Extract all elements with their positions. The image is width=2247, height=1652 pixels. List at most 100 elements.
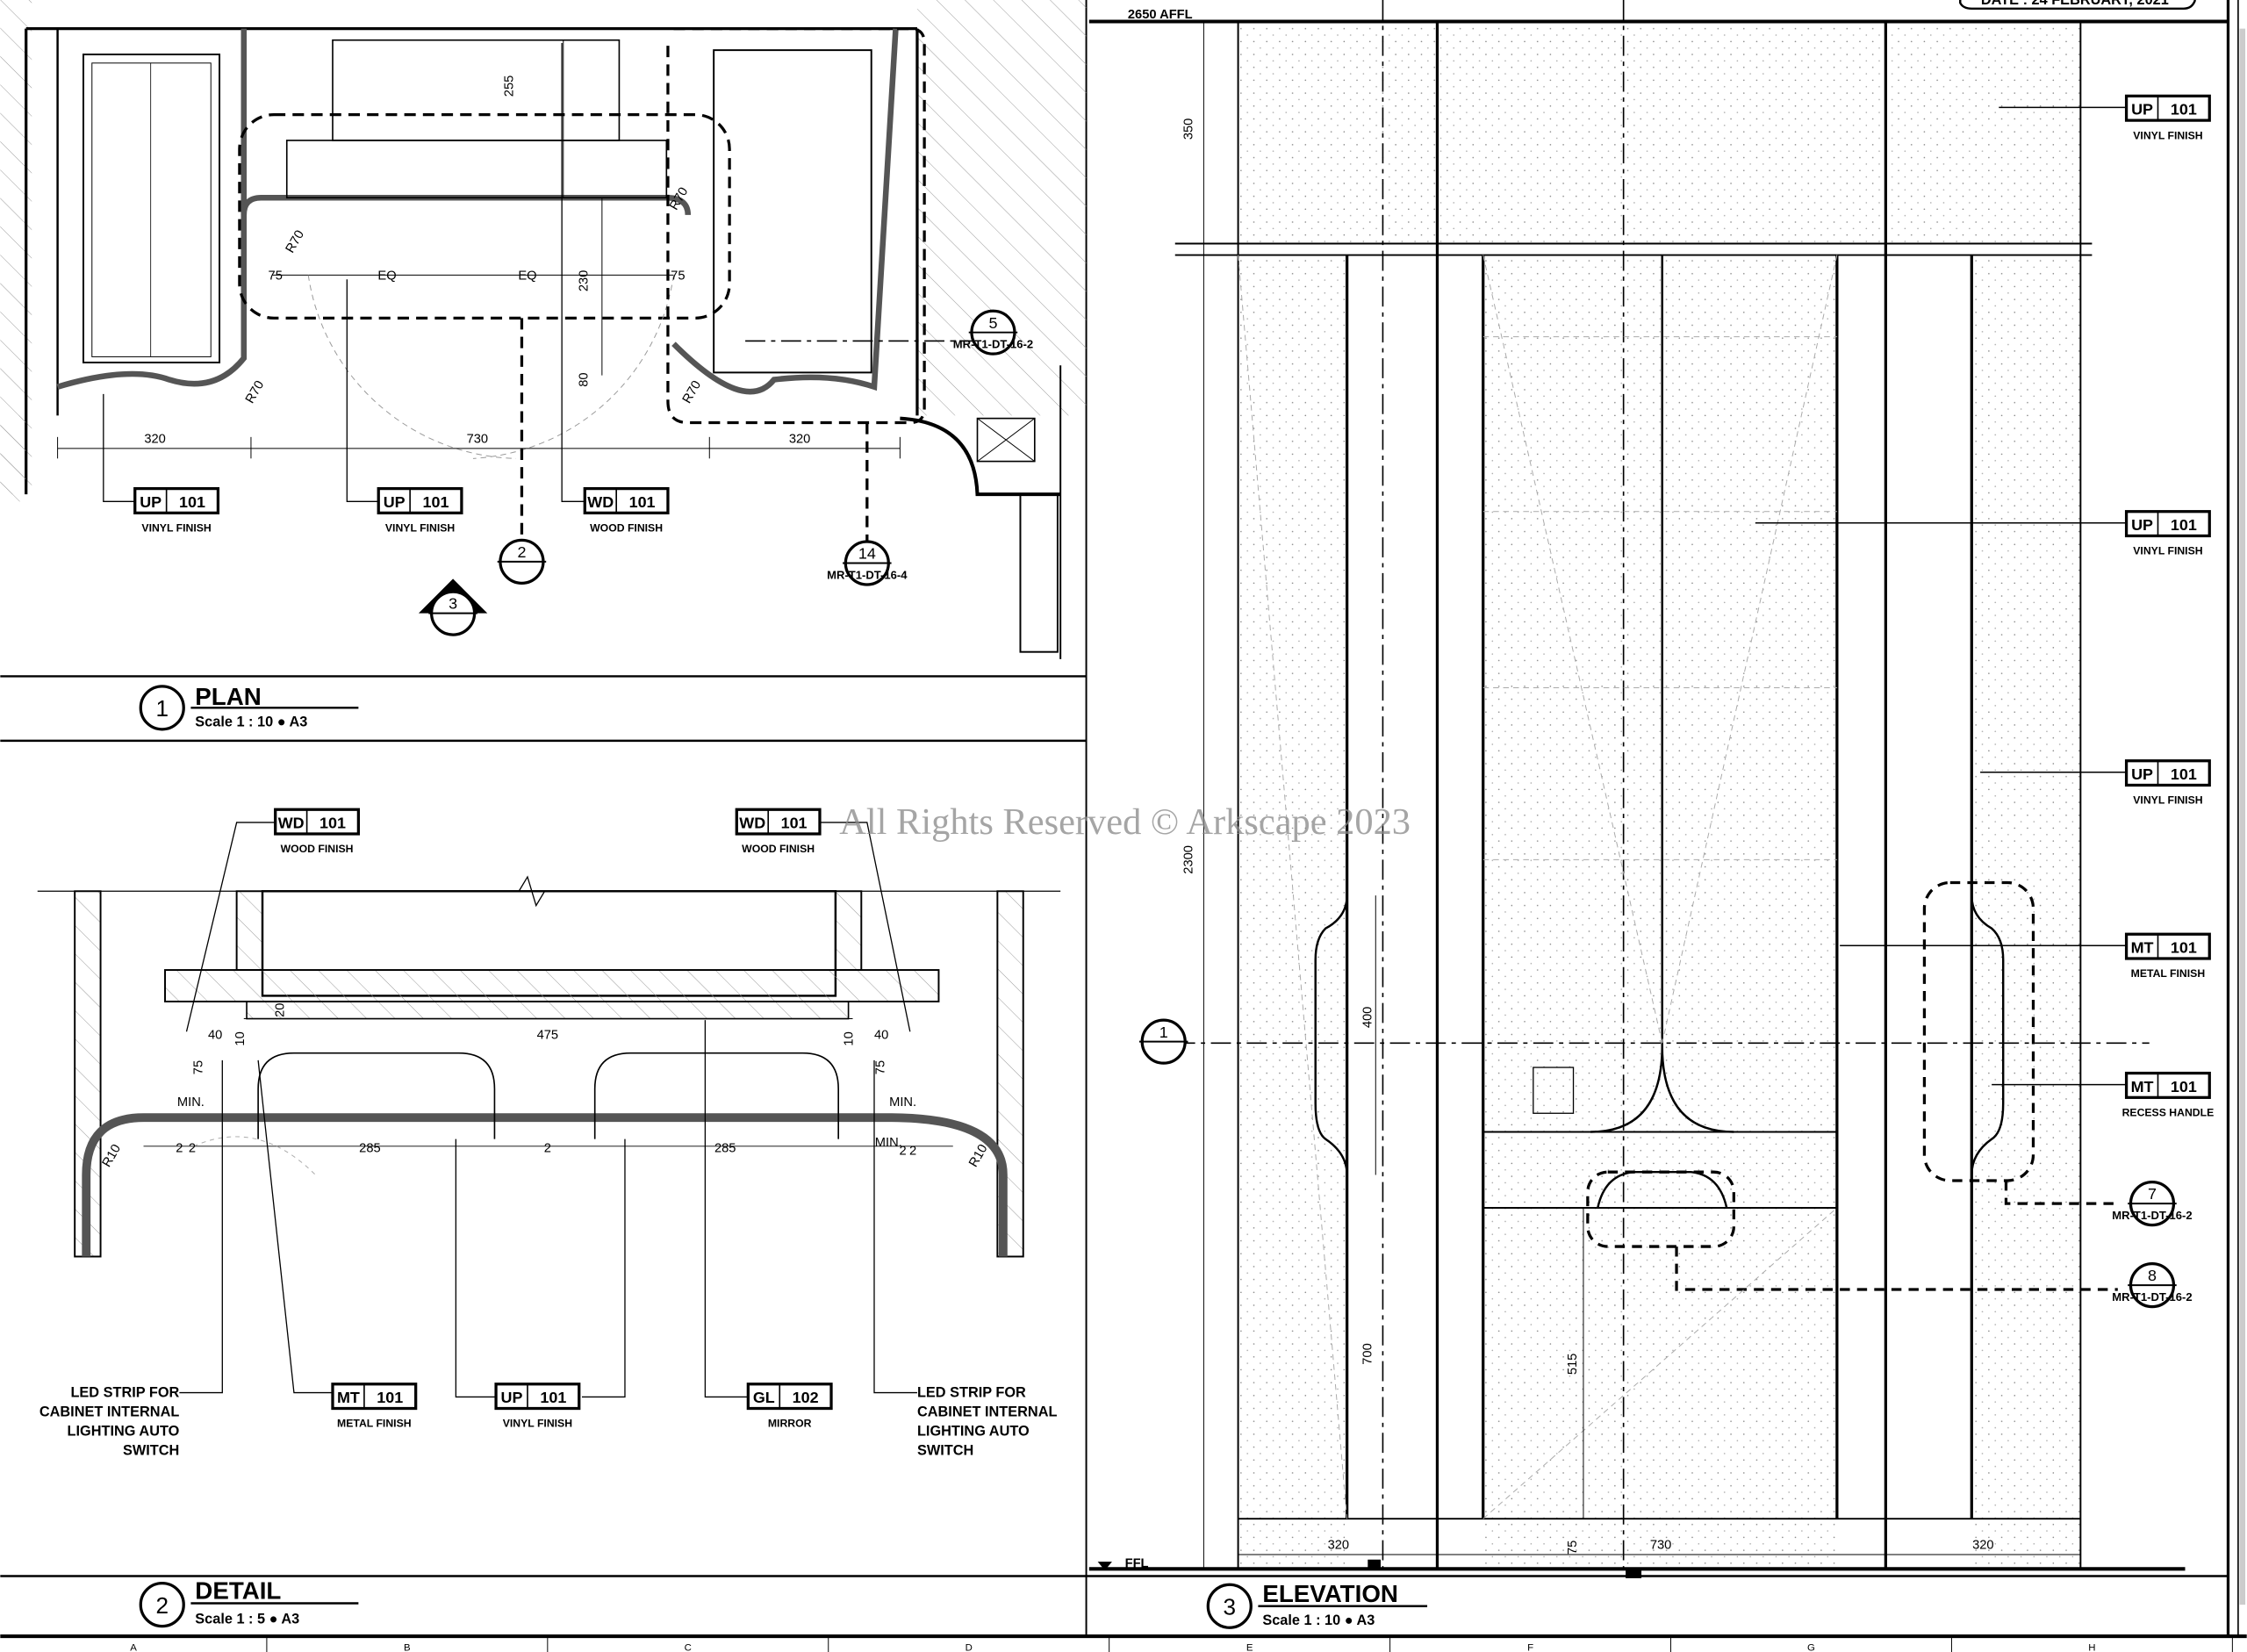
- tag-label: VINYL FINISH: [2133, 545, 2202, 557]
- dimension-label: R70: [284, 228, 307, 255]
- tag-box: [377, 486, 463, 514]
- dimension-label: 400: [1360, 1007, 1375, 1029]
- section-marker[interactable]: 2: [497, 538, 547, 585]
- dimension-label: 75: [671, 269, 685, 283]
- dimension-label: R70: [680, 378, 704, 406]
- dimension-label: 2650 AFFL: [1128, 8, 1193, 22]
- note-line: LED STRIP FOR: [917, 1384, 1026, 1400]
- grid-column-label: E: [1246, 1642, 1253, 1652]
- view-title: DETAIL: [195, 1577, 281, 1605]
- title-block-strip: [2239, 28, 2246, 1605]
- tag-number: 101: [781, 814, 808, 831]
- section-marker[interactable]: 5MR-T1-DT-16-2: [953, 309, 1033, 356]
- watermark: All Rights Reserved © Arkscape 2023: [839, 801, 1411, 843]
- section-number: 14: [858, 545, 876, 563]
- tag-label: VINYL FINISH: [2133, 129, 2202, 141]
- tag-label: VINYL FINISH: [141, 522, 211, 535]
- dimension-label: EQ: [377, 269, 396, 283]
- tag-box: [331, 1383, 418, 1411]
- tag-number: 101: [629, 493, 656, 511]
- dimension-label: R10: [100, 1142, 124, 1169]
- tag-code: WD: [278, 814, 305, 831]
- tag-box: [2124, 932, 2211, 960]
- grid-column-label: B: [404, 1642, 411, 1652]
- note-line: LED STRIP FOR: [70, 1384, 179, 1400]
- tag-code: GL: [753, 1389, 775, 1406]
- dimension-label: 2300: [1181, 845, 1195, 874]
- section-marker[interactable]: 8MR-T1-DT-16-2: [2112, 1262, 2193, 1309]
- tag-box: [2124, 94, 2211, 122]
- view-title: PLAN: [195, 683, 262, 710]
- dimension-label: R10: [966, 1142, 990, 1169]
- dimension-label: FFL: [1125, 1557, 1149, 1571]
- section-marker[interactable]: 3: [418, 578, 488, 636]
- note-line: LIGHTING AUTO: [917, 1424, 1030, 1440]
- tag-number: 101: [179, 493, 205, 511]
- dimension-label: 20: [273, 1003, 287, 1017]
- dimension-label: 730: [467, 432, 489, 446]
- tag-label: RECESS HANDLE: [2122, 1107, 2215, 1119]
- dimension-label: 320: [144, 432, 166, 446]
- grid-column-label: G: [1807, 1642, 1815, 1652]
- dimension-label: MIN.: [889, 1095, 916, 1110]
- section-number: 2: [517, 543, 526, 561]
- tag-box: [494, 1383, 581, 1411]
- tag-box: [735, 808, 822, 836]
- dimension-label: 2: [189, 1141, 196, 1155]
- dimension-label: 320: [1328, 1538, 1350, 1552]
- dimension-label: 80: [578, 372, 592, 386]
- dimension-label: MIN.: [875, 1136, 902, 1150]
- section-marker[interactable]: 1: [1138, 1018, 1188, 1065]
- note-line: CABINET INTERNAL: [917, 1404, 1058, 1419]
- section-sheet-ref: MR-T1-DT-16-2: [953, 338, 1033, 351]
- view-number: 2: [155, 1592, 169, 1619]
- section-number: 5: [988, 314, 997, 332]
- date-text: DATE : 24 FEBRUARY, 2021: [1981, 0, 2169, 8]
- tag-code: WD: [739, 814, 765, 831]
- tag-box: [2124, 1071, 2211, 1099]
- dimension-label: 475: [537, 1028, 559, 1042]
- tag-code: UP: [2131, 101, 2153, 119]
- tag-box: [746, 1383, 833, 1411]
- note-line: CABINET INTERNAL: [39, 1404, 180, 1419]
- dimension-label: 320: [1972, 1538, 1994, 1552]
- view-title: ELEVATION: [1262, 1580, 1398, 1607]
- tag-label: VINYL FINISH: [503, 1418, 572, 1430]
- dimension-label: 2: [544, 1141, 551, 1155]
- tag-code: UP: [2131, 516, 2153, 534]
- tag-code: UP: [501, 1389, 523, 1406]
- tag-number: 101: [2171, 516, 2197, 534]
- tag-number: 101: [2171, 1078, 2197, 1095]
- dimension-label: 700: [1360, 1343, 1375, 1365]
- dimension-label: 75: [269, 269, 283, 283]
- view-title-elevation: 3 ELEVATION Scale 1 : 10 ● A3: [1206, 1580, 1428, 1629]
- tag-label: WOOD FINISH: [281, 843, 354, 855]
- dimension-label: 320: [789, 432, 811, 446]
- dimension-label: 2: [176, 1141, 183, 1155]
- note-line: LIGHTING AUTO: [68, 1424, 180, 1440]
- section-number: 8: [2148, 1267, 2157, 1284]
- dimension-label: 40: [208, 1028, 222, 1042]
- tag-number: 101: [377, 1389, 403, 1406]
- date-box: DATE : 24 FEBRUARY, 2021: [1959, 0, 2197, 11]
- dimension-label: 75: [191, 1060, 205, 1074]
- section-number: 1: [1159, 1024, 1168, 1041]
- grid-column-label: D: [966, 1642, 973, 1652]
- elevation-view: [1088, 0, 2229, 1578]
- tag-label: VINYL FINISH: [2133, 794, 2202, 807]
- section-marker[interactable]: 7MR-T1-DT-16-2: [2112, 1180, 2193, 1227]
- dimension-label: 10: [233, 1031, 248, 1045]
- dimension-label: 730: [1650, 1538, 1672, 1552]
